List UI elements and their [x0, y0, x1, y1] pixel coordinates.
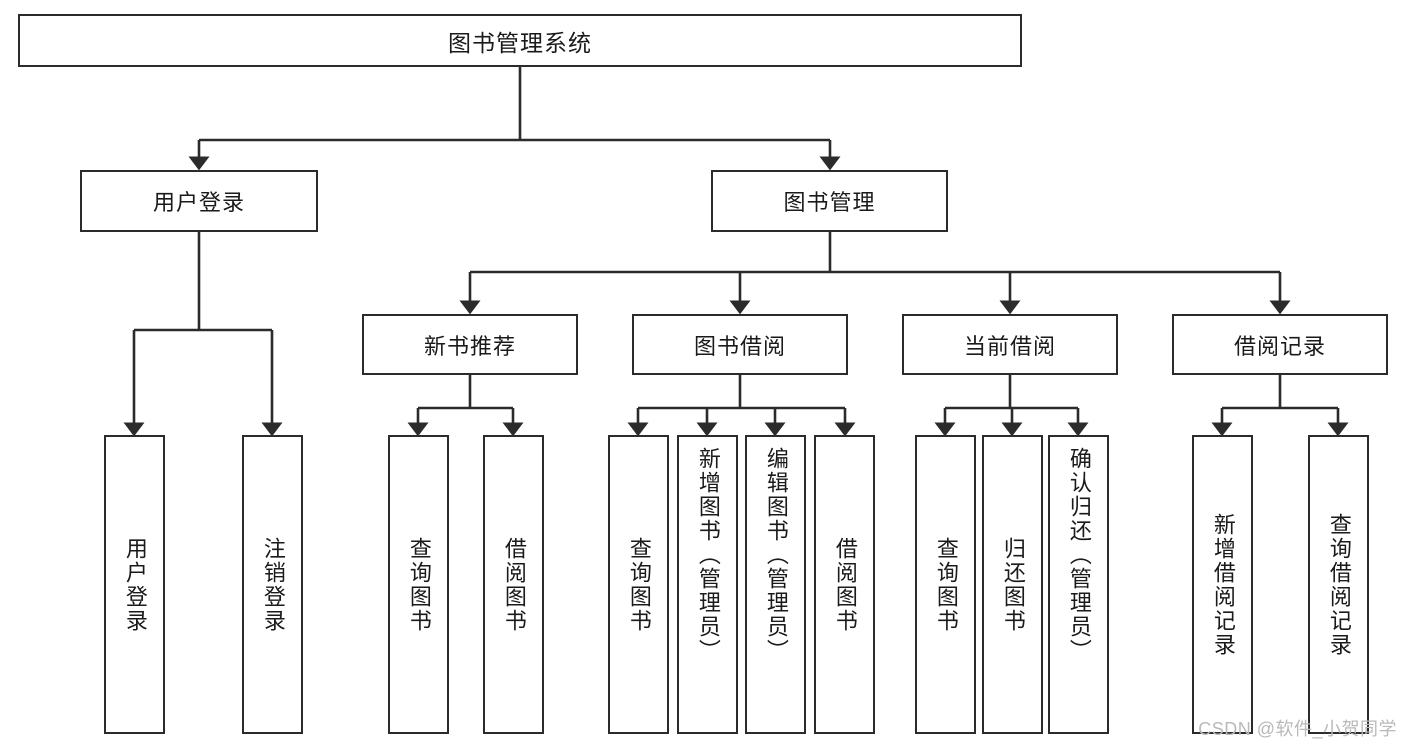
leaf-label: 确认归还（管理员） — [1066, 447, 1092, 663]
node-book-borrow[interactable]: 图书借阅 — [632, 314, 848, 375]
node-current-borrow[interactable]: 当前借阅 — [902, 314, 1118, 375]
node-borrow-record[interactable]: 借阅记录 — [1172, 314, 1388, 375]
leaf-label: 编辑图书（管理员） — [763, 447, 789, 663]
leaf-logout[interactable]: 注销登录 — [242, 435, 303, 734]
leaf-edit-book-admin[interactable]: 编辑图书（管理员） — [745, 435, 806, 734]
leaf-label: 借阅图书 — [832, 536, 858, 633]
leaf-label: 新增图书（管理员） — [695, 447, 721, 663]
leaf-add-book-admin[interactable]: 新增图书（管理员） — [677, 435, 738, 734]
leaf-label: 借阅图书 — [501, 536, 527, 633]
leaf-confirm-return-admin[interactable]: 确认归还（管理员） — [1048, 435, 1109, 734]
leaf-query-book-new[interactable]: 查询图书 — [388, 435, 449, 734]
leaf-label: 注销登录 — [260, 536, 286, 633]
leaf-label: 查询图书 — [406, 536, 432, 633]
csdn-watermark: CSDN @软件_小贺同学 — [1198, 719, 1397, 739]
node-new-book-recommend[interactable]: 新书推荐 — [362, 314, 578, 375]
node-root-system[interactable]: 图书管理系统 — [18, 14, 1022, 67]
leaf-query-borrow-record[interactable]: 查询借阅记录 — [1308, 435, 1369, 734]
node-book-management[interactable]: 图书管理 — [711, 170, 948, 232]
leaf-label: 查询借阅记录 — [1326, 512, 1352, 657]
leaf-add-borrow-record[interactable]: 新增借阅记录 — [1192, 435, 1253, 734]
leaf-label: 新增借阅记录 — [1210, 512, 1236, 657]
leaf-label: 用户登录 — [122, 536, 148, 633]
leaf-label: 查询图书 — [626, 536, 652, 633]
leaf-label: 查询图书 — [933, 536, 959, 633]
leaf-query-book-borrow[interactable]: 查询图书 — [608, 435, 669, 734]
leaf-query-book-current[interactable]: 查询图书 — [915, 435, 976, 734]
leaf-return-book[interactable]: 归还图书 — [982, 435, 1043, 734]
leaf-borrow-book[interactable]: 借阅图书 — [814, 435, 875, 734]
leaf-user-login[interactable]: 用户登录 — [104, 435, 165, 734]
node-user-login[interactable]: 用户登录 — [80, 170, 318, 232]
leaf-borrow-book-new[interactable]: 借阅图书 — [483, 435, 544, 734]
leaf-label: 归还图书 — [1000, 536, 1026, 633]
